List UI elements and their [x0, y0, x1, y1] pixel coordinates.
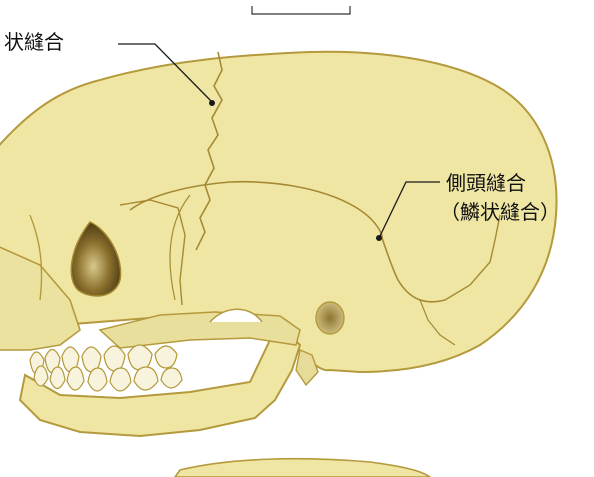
lower-teeth — [34, 366, 182, 391]
temporal-suture-label: 側頭縫合 — [446, 170, 526, 196]
temporal-leader-dot — [376, 235, 382, 241]
upper-teeth — [30, 345, 177, 374]
cervical-hint — [175, 459, 430, 477]
squamous-suture-label: （鱗状縫合） — [440, 199, 560, 225]
coronal-suture-label: 状縫合 — [4, 29, 64, 55]
ear-canal — [316, 302, 344, 334]
coronal-leader-dot — [209, 100, 215, 106]
frame-bracket — [252, 6, 350, 14]
